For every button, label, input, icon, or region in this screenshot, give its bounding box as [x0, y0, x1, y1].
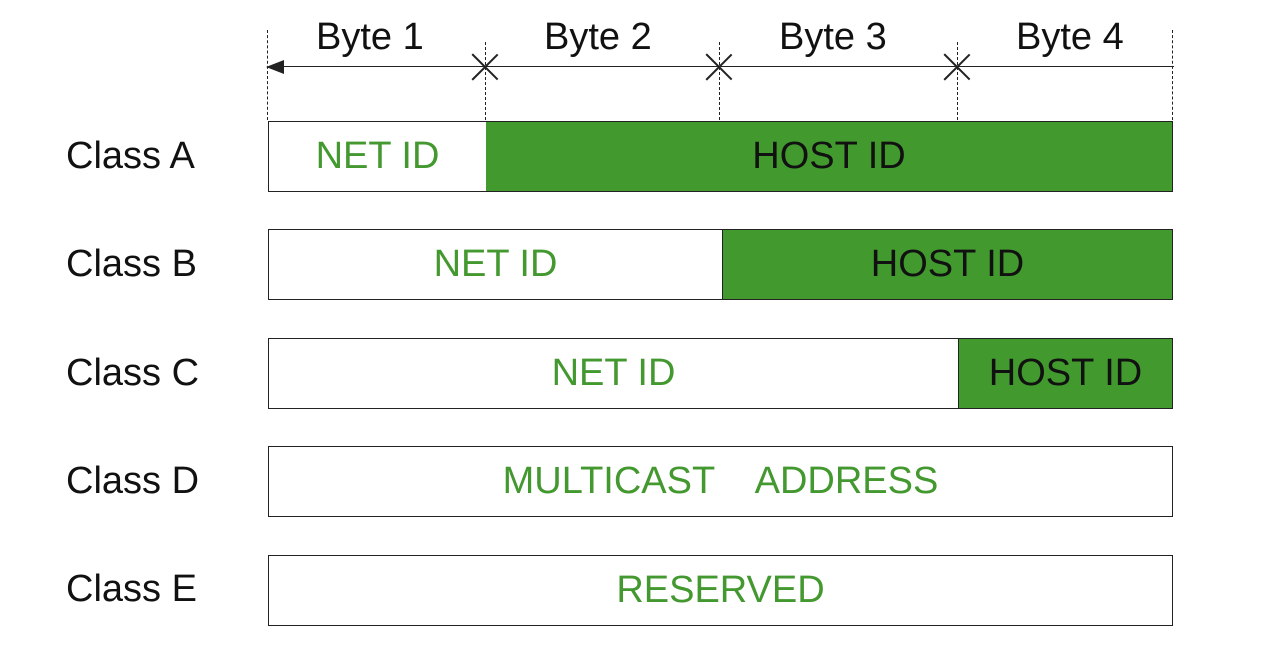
class-a-label: Class A [66, 135, 195, 177]
class-e-label: Class E [66, 568, 197, 610]
class-a-host-id: HOST ID [486, 122, 1172, 191]
class-c-host-id: HOST ID [958, 339, 1172, 408]
class-c-row: NET ID HOST ID [268, 338, 1173, 409]
class-c-net-id: NET ID [269, 339, 958, 408]
dimension-arrow-icon [266, 60, 284, 74]
byte-1-label: Byte 1 [316, 16, 424, 58]
byte-boundary-1 [485, 42, 486, 120]
class-d-row: MULTICAST ADDRESS [268, 446, 1173, 517]
class-a-row: NET ID HOST ID [268, 121, 1173, 192]
byte-boundary-0 [267, 30, 268, 120]
byte-3-label: Byte 3 [779, 16, 887, 58]
class-c-label: Class C [66, 352, 200, 394]
class-b-label: Class B [66, 243, 197, 285]
class-d-multicast-address: MULTICAST ADDRESS [502, 460, 939, 502]
class-e-reserved: RESERVED [616, 569, 825, 611]
class-b-row: NET ID HOST ID [268, 229, 1173, 300]
cross-marker-icon [472, 54, 498, 80]
class-b-host-id: HOST ID [722, 230, 1172, 299]
byte-2-label: Byte 2 [544, 16, 652, 58]
byte-boundary-4 [1172, 30, 1173, 120]
class-e-row: RESERVED [268, 555, 1173, 626]
class-d-label: Class D [66, 460, 200, 502]
class-a-net-id: NET ID [269, 122, 486, 191]
byte-boundary-2 [719, 42, 720, 120]
byte-4-label: Byte 4 [1016, 16, 1124, 58]
byte-boundary-3 [957, 42, 958, 120]
cross-marker-icon [706, 54, 732, 80]
cross-marker-icon [944, 54, 970, 80]
class-b-net-id: NET ID [269, 230, 722, 299]
